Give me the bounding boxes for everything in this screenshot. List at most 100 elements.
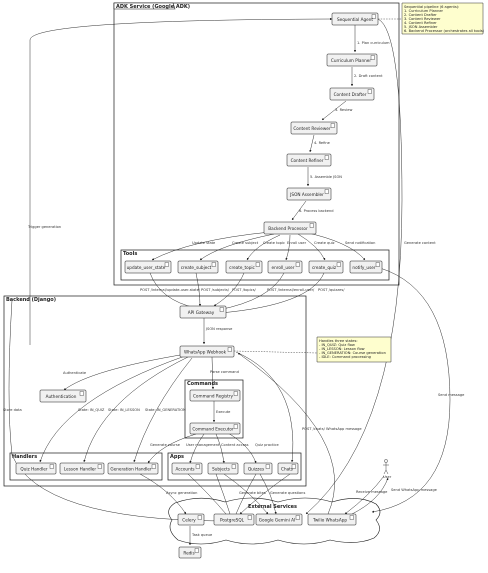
node-quizzes: Quizzes	[243, 462, 273, 475]
label-create-subject: Create subject	[232, 241, 259, 245]
edge-generate-course	[147, 433, 197, 464]
edge-chats-db	[239, 473, 291, 515]
node-backend-processor: Backend Processor	[263, 221, 317, 235]
label-quiz-practice: Quiz practice	[255, 443, 279, 447]
label-send-notification: Send notification	[345, 241, 375, 245]
label-send-message: Send message	[438, 393, 465, 397]
node-gemini-label: Google Gemini AI	[259, 518, 295, 523]
user-icon	[384, 459, 388, 463]
node-create-quiz: create_quiz	[308, 260, 344, 274]
edge-accounts-db	[187, 473, 227, 515]
package-backend-title: Backend (Django)	[6, 297, 56, 303]
label-post-chats: POST /chats/	[302, 427, 326, 431]
package-external-title: External Services	[248, 504, 297, 510]
edge-send-whatsapp	[351, 477, 389, 515]
edge-post-enroll	[217, 272, 285, 311]
component-icon	[265, 464, 270, 469]
node-quiz-handler: Quiz Handler	[15, 462, 57, 475]
node-content-refiner: Content Refiner	[286, 153, 332, 167]
node-notify-user: notify_user	[349, 260, 383, 274]
label-state-generation: State: IN_GENERATION	[145, 408, 186, 412]
node-content-drafter: Content Drafter	[329, 87, 375, 101]
node-command-registry: Command Registry	[189, 389, 241, 402]
component-icon	[233, 424, 238, 429]
label-generate-content: Generate content	[404, 241, 436, 245]
node-generation-handler-label: Generation Handler	[110, 467, 151, 472]
package-adk-title: ADK Service (Google ADK)	[116, 4, 190, 10]
component-icon	[211, 262, 216, 267]
package-handlers-title: Handlers	[12, 454, 37, 460]
label-authenticate: Authenticate	[63, 371, 87, 375]
component-icon	[151, 464, 156, 469]
label-parse-command: Parse command	[210, 370, 239, 374]
edge-post-subjects	[195, 272, 202, 307]
node-chats: Chats	[277, 462, 299, 475]
edge-process	[291, 200, 307, 221]
node-postgresql: PostgreSQL	[213, 513, 255, 526]
label-review: 3. Review	[335, 108, 352, 112]
component-icon	[370, 55, 375, 60]
node-quiz-handler-label: Quiz Handler	[20, 467, 47, 472]
node-sequential-agent: Sequential Agent	[331, 12, 379, 26]
package-apps: Apps	[167, 452, 302, 481]
package-backend: Backend (Django)	[3, 295, 307, 487]
label-execute: Execute	[216, 410, 231, 414]
node-json-assembler-label: JSON Assembler	[289, 192, 324, 197]
label-post-topics: POST /topics/	[232, 288, 257, 292]
edge-parse-command	[211, 356, 215, 390]
edge-to-update-state	[151, 231, 271, 261]
edge-generate-content	[305, 18, 403, 515]
note-pipeline: Sequential pipeline (6 agents): 1. Curri…	[401, 2, 485, 35]
edge-user-management	[189, 433, 205, 464]
node-whatsapp-webhook: WhatsApp Webhook	[179, 345, 235, 358]
edge-state-lesson	[83, 356, 189, 463]
component-icon	[336, 262, 341, 267]
edge-async-generation	[139, 473, 187, 515]
node-curriculum-planner-label: Curriculum Planner	[331, 58, 371, 63]
actor-user-label: User	[383, 475, 392, 479]
package-commands-title: Commands	[187, 381, 218, 387]
label-generate-course: Generate course	[150, 443, 181, 447]
component-icon	[197, 515, 202, 520]
edge-quizzes-db	[235, 473, 257, 515]
label-trigger-generation: Trigger generation	[27, 225, 61, 229]
edge-to-create-subject	[199, 233, 275, 261]
label-state-lesson: State: IN_LESSON	[108, 408, 140, 412]
component-icon	[371, 14, 376, 19]
edge-authenticate	[63, 353, 187, 391]
node-gemini: Google Gemini AI	[255, 513, 303, 526]
node-command-executor-label: Command Executor	[192, 427, 234, 432]
label-content-access: Content access	[221, 443, 249, 447]
edge-state-generation	[133, 357, 193, 463]
node-lesson-handler: Lesson Handler	[59, 462, 105, 475]
package-commands: Commands	[184, 379, 244, 439]
edge-send-message	[371, 267, 451, 513]
node-twilio: Twilio WhatsApp	[307, 513, 357, 526]
component-icon	[49, 464, 54, 469]
package-handlers: Handlers	[9, 452, 163, 481]
component-icon	[324, 189, 329, 194]
node-authentication-label: Authentication	[46, 394, 77, 399]
nodes: Sequential Agent Curriculum Planner Cont…	[15, 12, 392, 559]
edge-post-chats	[235, 351, 294, 463]
edge-store-data	[8, 299, 223, 523]
label-post-quizzes: POST /quizzes/	[318, 288, 345, 292]
label-process: 6. Process backend	[299, 209, 334, 213]
node-subjects: Subjects	[207, 462, 239, 475]
edge-to-notify-user	[303, 231, 366, 261]
label-enroll-user: Enroll user	[287, 241, 307, 245]
edge-review	[321, 100, 347, 121]
node-accounts-label: Accounts	[175, 467, 194, 472]
label-send-whatsapp: Send WhatsApp message	[391, 488, 438, 492]
edge-state-quiz	[39, 355, 186, 463]
node-update-user-state: update_user_state	[124, 260, 172, 274]
node-backend-processor-label: Backend Processor	[268, 226, 308, 231]
component-icon	[79, 391, 84, 396]
node-accounts: Accounts	[171, 462, 203, 475]
node-notify-user-label: notify_user	[352, 265, 375, 270]
component-icon	[195, 464, 200, 469]
package-apps-title: Apps	[170, 454, 184, 460]
edge-generate-bites	[223, 473, 269, 515]
node-subjects-label: Subjects	[212, 467, 230, 472]
node-redis: Redis	[178, 546, 202, 559]
